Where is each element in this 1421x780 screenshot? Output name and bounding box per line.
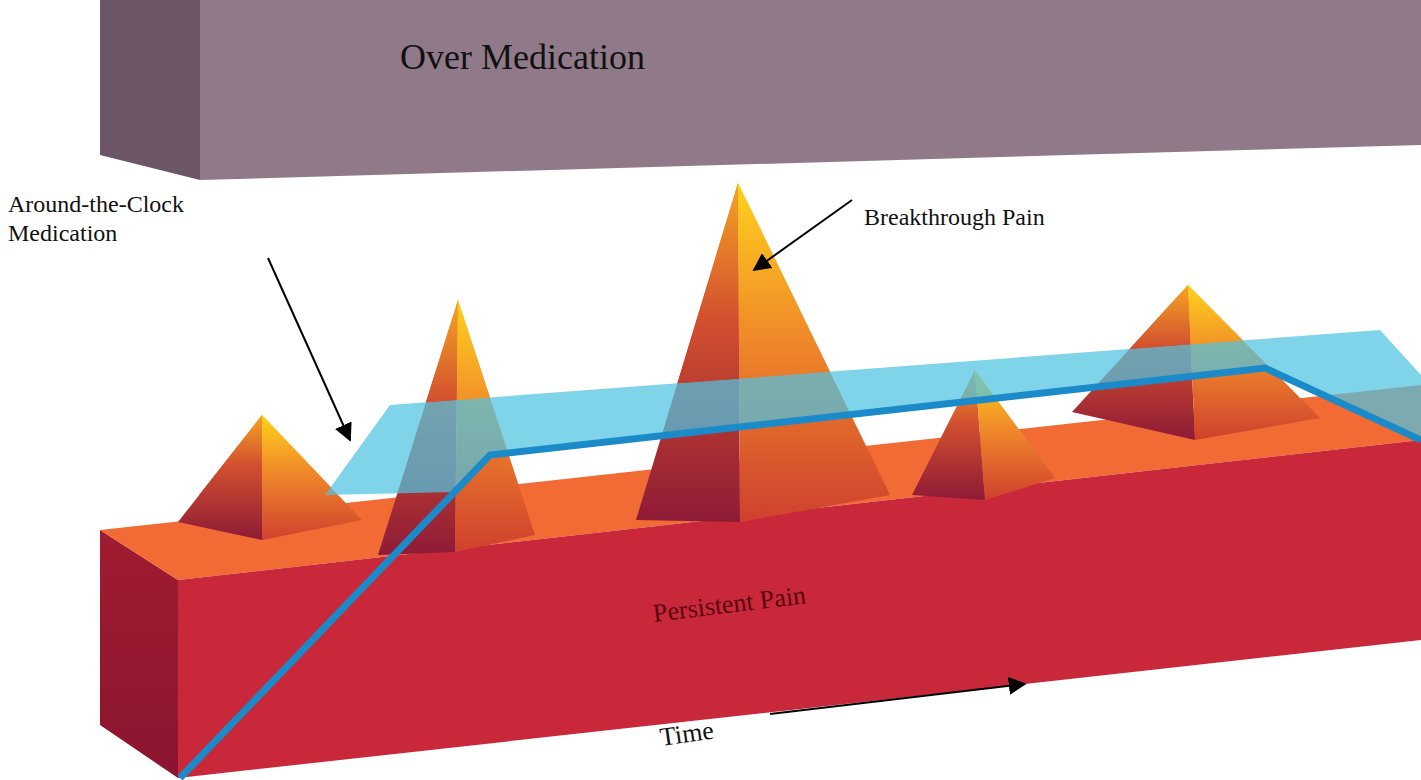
node-text: Over Medication: [400, 36, 645, 79]
time-arrow: [770, 684, 1025, 714]
dosage-band: Over Medication: [200, 0, 1421, 180]
medication-level-line: [180, 368, 1421, 778]
callout-label: Breakthrough Pain: [864, 203, 1045, 232]
pain-block: Persistent Pain: [178, 440, 1421, 778]
band-face: [200, 0, 1421, 180]
axis-label: Time: [658, 715, 716, 753]
band-end-face: [100, 0, 200, 180]
callout-label: Around-the-Clock Medication: [8, 190, 223, 248]
peak-tips: [178, 183, 1320, 555]
node-text: Persistent Pain: [651, 579, 807, 629]
leader-arrow: [754, 200, 852, 270]
band-outline: [200, 0, 1421, 180]
leader-arrow: [268, 258, 350, 440]
